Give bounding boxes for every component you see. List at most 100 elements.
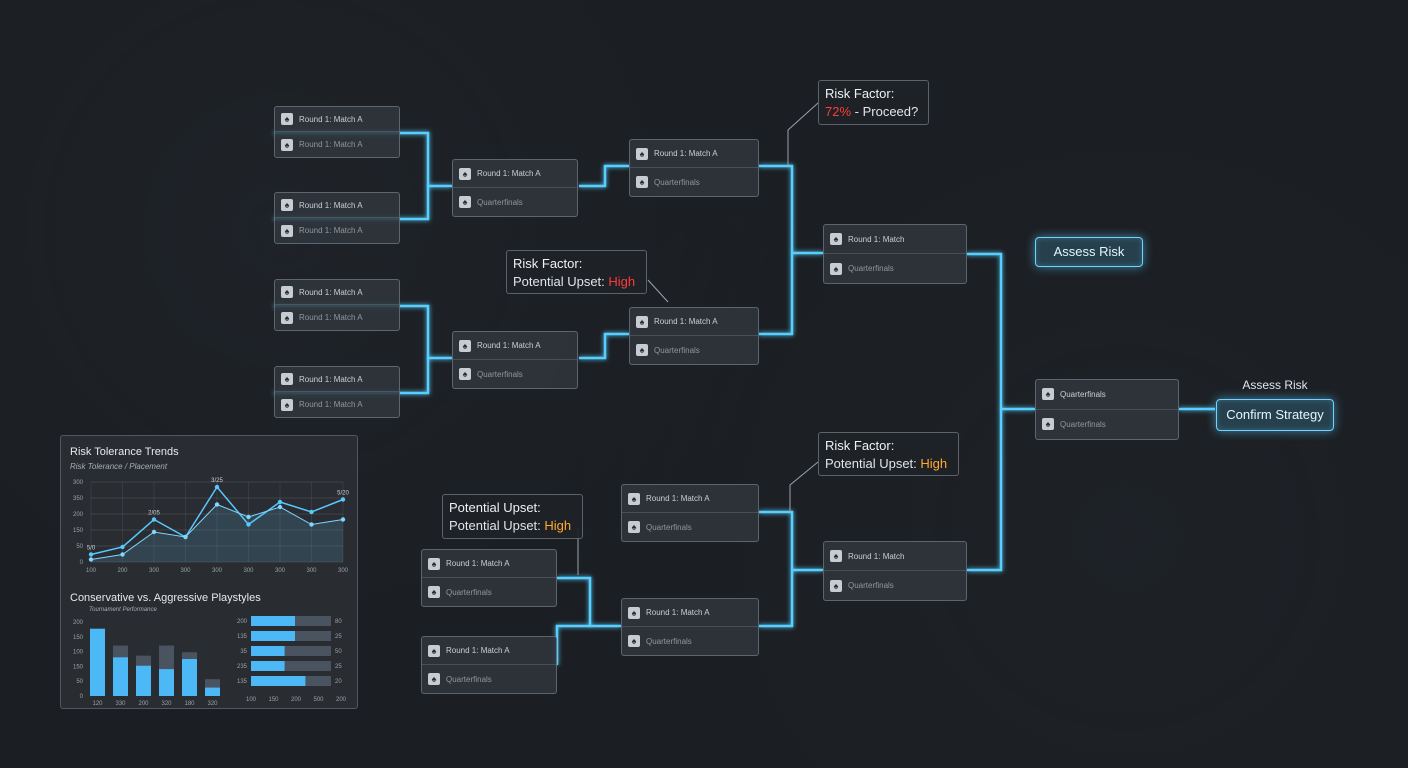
spade-icon: ♠ bbox=[636, 344, 648, 356]
match-slot-bottom[interactable]: ♠Quarterfinals bbox=[622, 627, 758, 655]
match-slot-bottom[interactable]: ♠Quarterfinals bbox=[453, 360, 577, 388]
spade-icon: ♠ bbox=[628, 606, 640, 619]
match-slot-top[interactable]: ♠Round 1: Match A bbox=[630, 140, 758, 168]
risk-factor-tooltip-1: Risk Factor: 72% - Proceed? bbox=[818, 80, 929, 125]
x-tick-label: 300 bbox=[243, 568, 254, 574]
data-point bbox=[277, 504, 283, 510]
match-slot-top[interactable]: ♠Round 1: Match bbox=[824, 542, 966, 571]
match-card-r2-6[interactable]: ♠Round 1: Match A ♠Quarterfinals bbox=[621, 598, 759, 656]
x-tick-label: 200 bbox=[117, 568, 128, 574]
line-chart-title: Risk Tolerance Trends bbox=[70, 446, 179, 458]
match-card-r2-1[interactable]: ♠Round 1: Match A ♠Quarterfinals bbox=[452, 159, 578, 217]
series-area bbox=[91, 504, 343, 562]
match-slot-top[interactable]: ♠Round 1: Match A bbox=[622, 599, 758, 627]
match-slot-bottom[interactable]: ♠Quarterfinals bbox=[824, 254, 966, 283]
match-card-r1-2[interactable]: ♠Round 1: Match A ♠Round 1: Match A bbox=[274, 192, 400, 244]
y-tick-label: 0 bbox=[80, 694, 84, 700]
bar bbox=[182, 659, 197, 696]
data-point bbox=[120, 544, 125, 550]
spade-icon: ♠ bbox=[459, 368, 471, 380]
match-slot-bottom[interactable]: ♠Quarterfinals bbox=[630, 168, 758, 196]
match-slot-bottom[interactable]: ♠Round 1: Match A bbox=[275, 392, 399, 417]
spade-icon: ♠ bbox=[281, 138, 293, 151]
x-tick-label: 300 bbox=[275, 568, 286, 574]
spade-icon: ♠ bbox=[428, 644, 440, 657]
y-tick-label-right: 25 bbox=[335, 634, 342, 640]
x-tick-label: 200 bbox=[291, 697, 302, 703]
match-slot-bottom[interactable]: ♠Quarterfinals bbox=[1036, 410, 1178, 440]
match-card-r3-2[interactable]: ♠Round 1: Match ♠Quarterfinals bbox=[823, 541, 967, 601]
spade-icon: ♠ bbox=[830, 579, 842, 592]
assess-risk-button[interactable]: Assess Risk bbox=[1035, 237, 1143, 267]
match-slot-bottom[interactable]: ♠Quarterfinals bbox=[453, 188, 577, 216]
match-slot-bottom[interactable]: ♠Round 1: Match A bbox=[275, 305, 399, 330]
spade-icon: ♠ bbox=[636, 176, 648, 188]
bar bbox=[251, 646, 285, 656]
match-slot-top[interactable]: ♠Round 1: Match A bbox=[275, 193, 399, 218]
y-tick-label: 50 bbox=[76, 679, 83, 685]
data-point bbox=[214, 502, 220, 507]
bar bbox=[251, 661, 285, 671]
match-slot-top[interactable]: ♠Round 1: Match A bbox=[275, 367, 399, 392]
match-card-r1-3[interactable]: ♠Round 1: Match A ♠Round 1: Match A bbox=[274, 279, 400, 331]
match-slot-top[interactable]: ♠Round 1: Match A bbox=[422, 637, 556, 665]
spade-icon: ♠ bbox=[281, 199, 293, 211]
y-tick-label-right: 50 bbox=[335, 649, 342, 655]
x-tick-label: 330 bbox=[115, 701, 126, 706]
match-slot-bottom[interactable]: ♠Quarterfinals bbox=[824, 571, 966, 600]
y-tick-label-right: 80 bbox=[335, 619, 342, 625]
x-tick-label: 200 bbox=[336, 697, 347, 703]
spade-icon: ♠ bbox=[1042, 418, 1054, 431]
match-slot-bottom[interactable]: ♠Round 1: Match A bbox=[275, 218, 399, 243]
bar bbox=[113, 657, 128, 696]
spade-icon: ♠ bbox=[628, 521, 640, 533]
match-card-r2-5[interactable]: ♠Round 1: Match A ♠Quarterfinals bbox=[621, 484, 759, 542]
bar bbox=[251, 631, 295, 641]
spade-icon: ♠ bbox=[1042, 388, 1054, 401]
match-slot-top[interactable]: ♠Round 1: Match A bbox=[453, 332, 577, 360]
match-card-r1-1[interactable]: ♠Round 1: Match A ♠Round 1: Match A bbox=[274, 106, 400, 158]
match-card-r1-5[interactable]: ♠Round 1: Match A ♠Quarterfinals bbox=[421, 549, 557, 607]
y-tick-label: 100 bbox=[73, 650, 84, 656]
risk-factor-tooltip-2: Risk Factor: Potential Upset: High bbox=[506, 250, 647, 294]
spade-icon: ♠ bbox=[830, 550, 842, 562]
confirm-strategy-button[interactable]: Confirm Strategy bbox=[1216, 399, 1334, 431]
match-slot-top[interactable]: ♠Quarterfinals bbox=[1036, 380, 1178, 410]
match-slot-top[interactable]: ♠Round 1: Match A bbox=[275, 280, 399, 305]
data-label: 3/25 bbox=[211, 478, 223, 484]
match-slot-top[interactable]: ♠Round 1: Match bbox=[824, 225, 966, 254]
data-point bbox=[151, 529, 157, 535]
spade-icon: ♠ bbox=[281, 224, 293, 237]
data-point bbox=[309, 522, 314, 527]
data-label: 5/20 bbox=[337, 491, 349, 497]
match-card-r3-1[interactable]: ♠Round 1: Match ♠Quarterfinals bbox=[823, 224, 967, 284]
spade-icon: ♠ bbox=[428, 586, 440, 598]
x-tick-label: 300 bbox=[338, 568, 349, 574]
bar-chart-subtitle: Tournament Performance bbox=[89, 607, 157, 613]
x-tick-label: 300 bbox=[180, 568, 191, 574]
match-slot-top[interactable]: ♠Round 1: Match A bbox=[275, 107, 399, 132]
match-slot-bottom[interactable]: ♠Quarterfinals bbox=[630, 336, 758, 364]
x-tick-label: 120 bbox=[92, 701, 103, 706]
spade-icon: ♠ bbox=[281, 373, 293, 385]
match-card-r1-6[interactable]: ♠Round 1: Match A ♠Quarterfinals bbox=[421, 636, 557, 694]
match-card-r2-3[interactable]: ♠Round 1: Match A ♠Quarterfinals bbox=[629, 139, 759, 197]
x-tick-label: 100 bbox=[86, 568, 97, 574]
match-slot-top[interactable]: ♠Round 1: Match A bbox=[453, 160, 577, 188]
y-tick-label-right: 20 bbox=[335, 679, 342, 685]
y-tick-label: 135 bbox=[237, 634, 248, 640]
match-card-r2-2[interactable]: ♠Round 1: Match A ♠Quarterfinals bbox=[452, 331, 578, 389]
match-slot-top[interactable]: ♠Round 1: Match A bbox=[622, 485, 758, 513]
spade-icon: ♠ bbox=[459, 196, 471, 208]
match-slot-top[interactable]: ♠Round 1: Match A bbox=[630, 308, 758, 336]
match-slot-top[interactable]: ♠Round 1: Match A bbox=[422, 550, 556, 578]
match-card-r2-4[interactable]: ♠Round 1: Match A ♠Quarterfinals bbox=[629, 307, 759, 365]
y-tick-label: 200 bbox=[237, 619, 248, 625]
match-card-r1-4[interactable]: ♠Round 1: Match A ♠Round 1: Match A bbox=[274, 366, 400, 418]
match-slot-bottom[interactable]: ♠Quarterfinals bbox=[422, 665, 556, 693]
data-point bbox=[120, 552, 125, 557]
match-slot-bottom[interactable]: ♠Round 1: Match A bbox=[275, 132, 399, 157]
match-slot-bottom[interactable]: ♠Quarterfinals bbox=[422, 578, 556, 606]
match-slot-bottom[interactable]: ♠Quarterfinals bbox=[622, 513, 758, 541]
match-card-r4-1[interactable]: ♠Quarterfinals ♠Quarterfinals bbox=[1035, 379, 1179, 440]
